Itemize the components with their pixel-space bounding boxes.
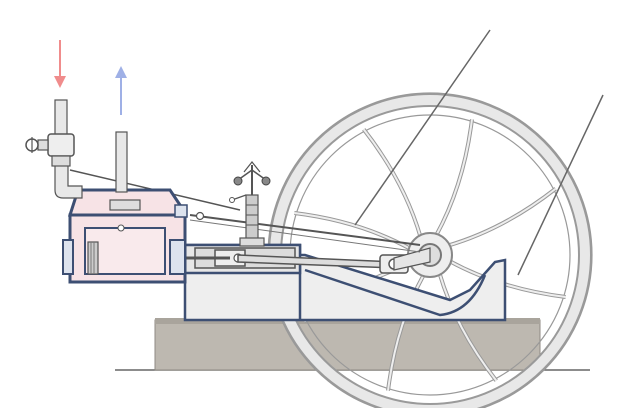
flywheel-spoke [438, 272, 498, 382]
flywheel-spoke [435, 119, 473, 237]
flywheel-spoke [434, 119, 474, 237]
flywheel-spoke [362, 128, 423, 238]
drive-belt-left [354, 29, 491, 226]
governor-ball-left [233, 176, 243, 186]
drive-belt-right [517, 94, 604, 276]
flywheel-spoke [387, 273, 425, 391]
flywheel-spoke [447, 187, 557, 247]
steam-inlet [25, 99, 83, 199]
flywheel-spoke [362, 128, 422, 238]
exhaust-pipe [115, 131, 128, 193]
steam-cylinder [62, 188, 188, 284]
stone-base [154, 319, 541, 371]
eccentric-rod-2 [189, 219, 421, 253]
eccentric-rod [189, 214, 421, 246]
steam-inlet-arrow [54, 40, 66, 88]
piston [87, 241, 99, 275]
centrifugal-governor [229, 161, 271, 247]
exhaust-outlet-arrow [115, 66, 127, 115]
flywheel-spoke [447, 187, 557, 248]
governor-ball-right [261, 176, 271, 186]
